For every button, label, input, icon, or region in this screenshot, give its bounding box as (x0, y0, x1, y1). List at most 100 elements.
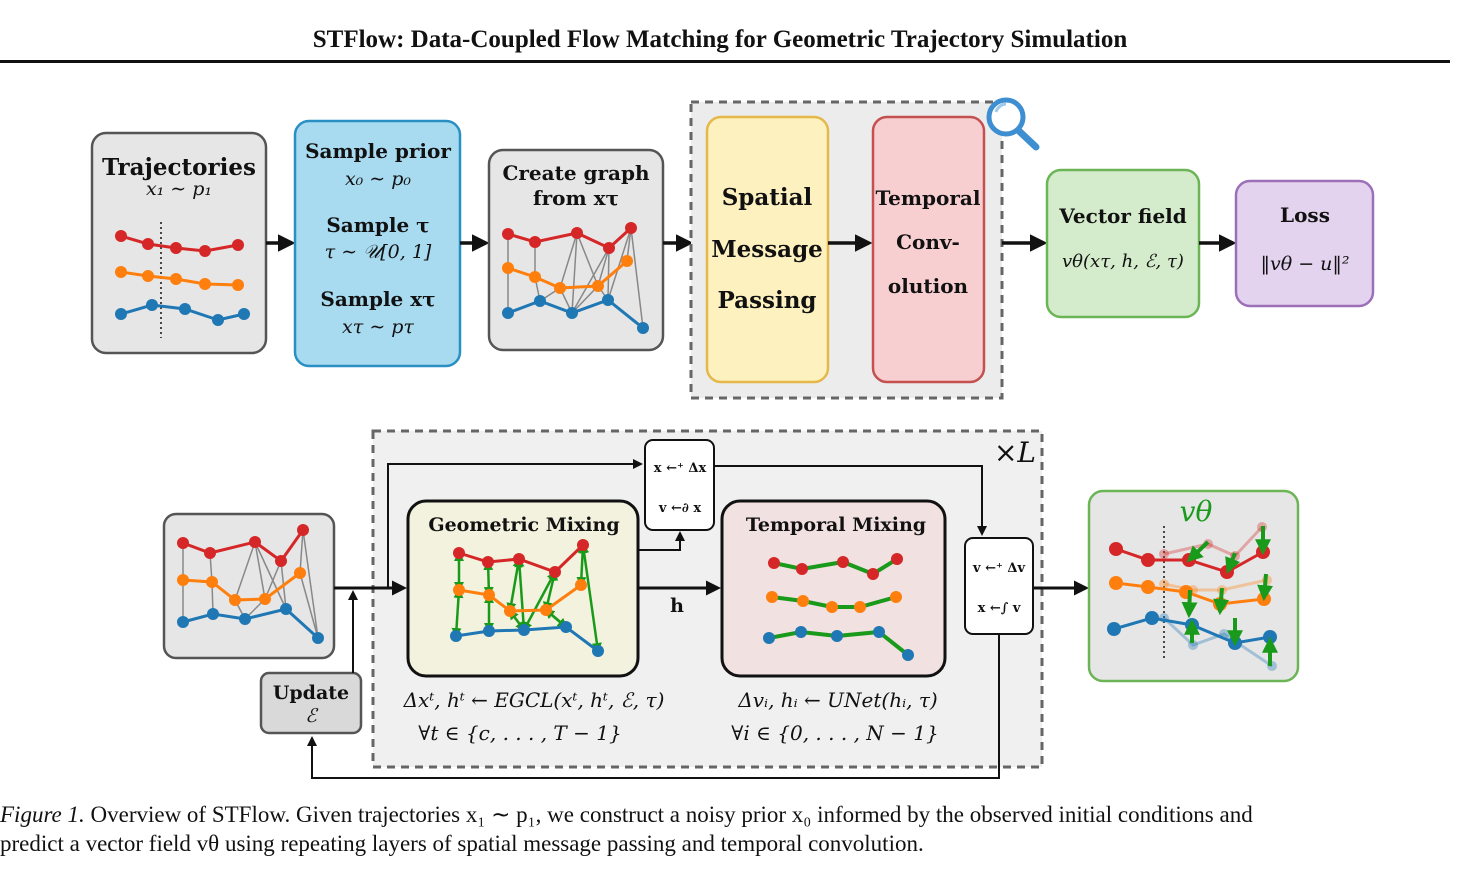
message-edge (522, 570, 557, 632)
orange-trajectory-point (453, 584, 465, 596)
geometric-mixing-drawing (450, 539, 604, 657)
blue-trajectory-point (450, 630, 462, 642)
red-trajectory-point (232, 239, 244, 251)
graph-edge (559, 232, 578, 289)
orange-trajectory-point (575, 579, 587, 591)
blue-trajectory-point (795, 626, 807, 638)
temporal-eq2: ∀i ∈ {0, . . . , N − 1} (731, 721, 938, 745)
repeat-label: ×L (994, 436, 1036, 469)
orange-trajectory-point (177, 574, 189, 586)
blue-trajectory-point (873, 626, 885, 638)
orange-trajectory-point (206, 576, 218, 588)
red-trajectory-point (297, 524, 309, 536)
orange-trajectory-point (483, 589, 495, 601)
graph-edge (607, 227, 632, 301)
velocity-arrow (1186, 540, 1210, 563)
header-rule (0, 60, 1450, 63)
blue-trajectory-point (566, 307, 578, 319)
graph-edge (607, 247, 610, 301)
orange-trajectory-point (229, 594, 241, 606)
module-dashed-box: Spatial Message Passing Temporal Conv- o… (689, 100, 1004, 400)
graph-edge (571, 232, 578, 314)
orange-trajectory-point (890, 591, 902, 603)
output-box: vθ (1087, 489, 1300, 683)
trajectories-formula: x₁ ∼ p₁ (146, 178, 212, 200)
graph-edge (571, 285, 599, 314)
update-v-box: v ←⁺ Δv x ←∫ v (964, 537, 1034, 635)
red-trajectory-point (142, 238, 154, 250)
caption-lead: Figure 1. (0, 802, 85, 827)
orange-trajectory-point (592, 280, 604, 292)
graph-edge (630, 227, 644, 329)
red-trajectory-point (249, 536, 261, 548)
orange-trajectory-point (854, 601, 866, 613)
temporal-box (871, 115, 986, 384)
blue-trajectory-point (238, 308, 250, 320)
caption-line1: Overview of STFlow. Given trajectories x… (90, 802, 1253, 827)
red-trajectory-point (170, 242, 182, 254)
red-trajectory-point (502, 228, 514, 240)
red-trajectory-point (891, 553, 903, 565)
graph-edge (254, 541, 287, 610)
geometric-mixing-title: Geometric Mixing (428, 514, 619, 536)
orange-trajectory-point (170, 273, 182, 285)
loss-box: Loss ‖vθ − u‖² (1234, 179, 1375, 308)
faded-orange-line (1163, 578, 1268, 592)
update-v-line2: x ←∫ v (978, 601, 1021, 616)
vector-field-title: Vector field (1058, 204, 1187, 228)
red-trajectory-point (577, 539, 589, 551)
red-trajectory-point (275, 555, 287, 567)
orange-trajectory-point (1109, 576, 1123, 590)
blue-trajectory-point (902, 649, 914, 661)
vector-field-formula: vθ(xτ, h, ℰ, τ) (1062, 251, 1184, 272)
graph-drawing (502, 222, 649, 334)
update-x-line1: x ←⁺ Δx (654, 461, 707, 476)
blue-trajectory-point (534, 295, 546, 307)
graph-edge (254, 541, 266, 600)
create-graph-box: Create graph from xτ (487, 148, 665, 352)
sample-prior-label: Sample prior (305, 139, 451, 163)
blue-trajectory-point (560, 621, 572, 633)
bottom-connectors (307, 459, 1089, 779)
output-drawing (1107, 522, 1278, 671)
vector-field-box: Vector field vθ(xτ, h, ℰ, τ) (1045, 168, 1201, 319)
red-trajectory-point (603, 242, 615, 254)
orange-trajectory-point (115, 266, 127, 278)
orange-trajectory-point (232, 279, 244, 291)
blue-trajectory-point (602, 294, 614, 306)
temporal-line1: Temporal (876, 186, 981, 210)
figure-caption: Figure 1. Overview of STFlow. Given traj… (0, 800, 1458, 858)
blue-trajectory-point (179, 303, 191, 315)
sample-xtau-label: Sample xτ (320, 287, 435, 311)
blue-trajectory-point (637, 322, 649, 334)
velocity-arrow (1257, 573, 1274, 602)
graph-edge (299, 529, 304, 574)
velocity-arrow (1213, 587, 1230, 616)
faded-red-point (1159, 549, 1169, 559)
blue-trajectory-point (115, 308, 127, 320)
blue-trajectory-point (1145, 611, 1159, 625)
red-trajectory-point (625, 222, 637, 234)
blue-trajectory-point (763, 632, 775, 644)
graph-edge (597, 247, 610, 287)
graph-edge (299, 572, 319, 639)
input-graph-drawing (177, 524, 324, 644)
red-trajectory-point (199, 245, 211, 257)
blue-trajectory-point (502, 307, 514, 319)
orange-trajectory-point (294, 567, 306, 579)
sample-tau-label: Sample τ (326, 213, 429, 237)
create-graph-label: Create graph (502, 161, 650, 185)
red-trajectory-point (867, 568, 879, 580)
velocity-arrow (1181, 589, 1198, 619)
faded-orange-point (1159, 579, 1169, 589)
faded-red-line (1163, 525, 1264, 558)
blue-trajectory-point (483, 625, 495, 637)
caption-line2: predict a vector field vθ using repeatin… (0, 831, 924, 856)
update-x-line2: v ←∂ x (658, 501, 701, 516)
page-title: STFlow: Data-Coupled Flow Matching for G… (312, 26, 1128, 53)
create-graph-formula: from xτ (533, 186, 619, 210)
orange-trajectory-point (621, 255, 633, 267)
blue-trajectory-point (212, 314, 224, 326)
red-trajectory-point (482, 556, 494, 568)
magnifier-icon (986, 97, 1040, 151)
